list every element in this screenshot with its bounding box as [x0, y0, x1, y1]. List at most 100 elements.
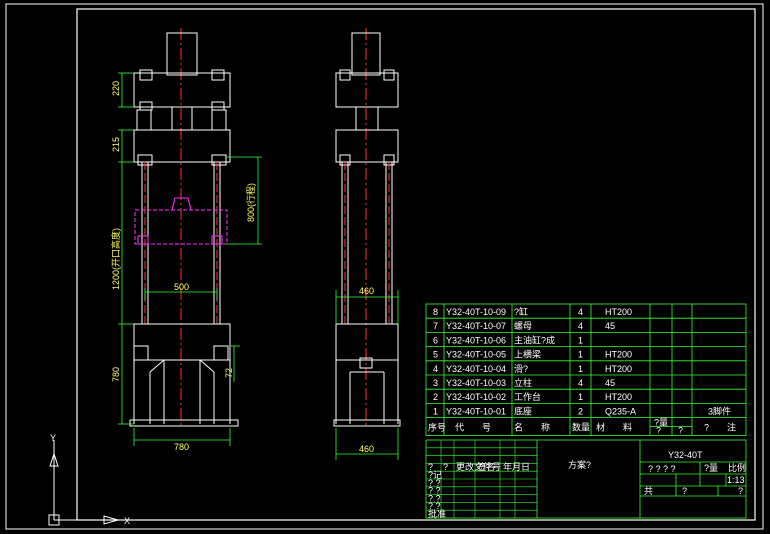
dim-front-stroke: 800(行程)	[245, 183, 256, 222]
side-view	[333, 28, 401, 428]
dim-side-upper-width: 460	[359, 286, 374, 296]
tb-col-signature: 签名	[477, 461, 495, 472]
dim-front-base: 780	[111, 367, 121, 382]
bom-name: ?缸	[514, 306, 528, 317]
title-block-left-grid	[426, 440, 537, 518]
front-slide-beam	[133, 129, 231, 163]
side-cylinder	[351, 32, 381, 76]
drawing-number: Y32-40T	[668, 450, 703, 460]
bom-name: 立柱	[514, 377, 532, 388]
bom-no: 8	[433, 307, 438, 317]
bom-code: Y32-40T-10-01	[446, 406, 506, 416]
bom-name: 滑?	[514, 364, 528, 374]
bom-name: 工作台	[514, 391, 541, 402]
tb-left-row-label: 批准	[428, 508, 446, 519]
dim-front-opening: 1200(开口高度)	[110, 228, 121, 290]
weight-label: ?量	[704, 463, 718, 473]
side-dimensions	[335, 290, 399, 460]
bom-material: HT200	[605, 350, 632, 360]
bom-header-weight-single: ?	[656, 426, 661, 436]
bom-qty: 1	[578, 392, 583, 402]
sheet-current: ?	[738, 486, 743, 496]
dim-front-width: 780	[174, 442, 189, 452]
bom-header-code: 代 号	[455, 423, 491, 433]
drawing-frame	[76, 8, 756, 521]
dim-front-small: 72	[224, 368, 234, 378]
bom-qty: 1	[578, 350, 583, 360]
front-base	[133, 323, 231, 361]
bom-name: 底座	[514, 405, 532, 416]
bom-code: Y32-40T-10-02	[446, 392, 506, 402]
front-dim-labels: 220 215 1200(开口高度) 780 800(行程) 500 72 78…	[110, 81, 256, 452]
side-slide-beam	[335, 129, 399, 163]
bom-header-qty: 数量	[572, 422, 590, 433]
bom-no: 3	[433, 378, 438, 388]
dim-front-top: 220	[111, 81, 121, 96]
bom-code: Y32-40T-10-06	[446, 335, 506, 345]
bom-no: 7	[433, 321, 438, 331]
bom-header-material: 材 料	[596, 422, 632, 433]
bom-note: 3脚件	[708, 405, 731, 416]
drawing-name: 方案?	[568, 459, 591, 470]
front-view	[129, 28, 239, 428]
bom-border	[425, 303, 747, 437]
bom-no: 5	[433, 350, 438, 360]
bom-qty: 4	[578, 321, 583, 331]
front-dimensions	[118, 72, 262, 446]
front-workpiece	[134, 209, 228, 245]
tb-col-count: ?	[443, 462, 448, 472]
bom-header-weight: ?量	[654, 418, 668, 428]
dim-front-beam: 215	[111, 137, 121, 152]
title-block-left-text: ??更改文件号签名年月日?记? ?? ?? ?? ?批准	[428, 461, 530, 519]
tb-left-row-label: ? ?	[428, 501, 441, 511]
bom-qty: 2	[578, 406, 583, 416]
tb-col-mark: ?	[428, 462, 433, 472]
tb-col-date: 年月日	[503, 461, 530, 472]
side-top-crown	[335, 72, 399, 108]
bom-no: 1	[433, 406, 438, 416]
sheet-total: 共	[644, 486, 653, 496]
bom-qty: 4	[578, 307, 583, 317]
bom-material: HT200	[605, 364, 632, 374]
side-base	[335, 323, 399, 361]
bom-qty: 1	[578, 335, 583, 345]
bom-material: Q235-A	[605, 406, 636, 416]
tb-left-row-label: ? ?	[428, 478, 441, 488]
bom-no: 6	[433, 335, 438, 345]
bom-table	[425, 303, 747, 437]
bom-header-no: 序号	[428, 422, 446, 433]
bom-code: Y32-40T-10-03	[446, 378, 506, 388]
tb-left-row-label: ? ?	[428, 493, 441, 503]
scale-value: 1:13	[727, 475, 745, 485]
bom-name: 主油缸?成	[514, 334, 555, 345]
ucs-y-label: Y	[50, 433, 56, 443]
bom-material: 45	[605, 378, 615, 388]
tb-col-change-doc: 更改文件号	[456, 461, 501, 472]
bom-name: 上横梁	[514, 349, 541, 360]
bom-material: 45	[605, 321, 615, 331]
tb-left-row-label: ? ?	[428, 486, 441, 496]
bom-header-name: 名 称	[514, 422, 550, 433]
sheet-total-unit: ?	[682, 486, 687, 496]
bom-material: HT200	[605, 392, 632, 402]
ucs-icon	[48, 440, 120, 526]
bom-qty: 1	[578, 364, 583, 374]
bom-code: Y32-40T-10-05	[446, 350, 506, 360]
bom-qty: 4	[578, 378, 583, 388]
ucs-x-label: X	[124, 516, 130, 526]
bom-name: 螺母	[514, 321, 532, 331]
bom-code: Y32-40T-10-07	[446, 321, 506, 331]
stage-label: ? ? ? ?	[648, 464, 676, 474]
bom-code: Y32-40T-10-09	[446, 307, 506, 317]
dim-side-base-width: 460	[359, 444, 374, 454]
bom-material: HT200	[605, 307, 632, 317]
front-cylinder	[166, 32, 198, 76]
bom-no: 4	[433, 364, 438, 374]
bom-no: 2	[433, 392, 438, 402]
tb-left-row-label: ?记	[428, 470, 442, 480]
scale-label: 比例	[728, 462, 746, 473]
bom-header-note: ? 注	[704, 422, 736, 433]
bom-header-weight-total: ?	[678, 426, 683, 436]
